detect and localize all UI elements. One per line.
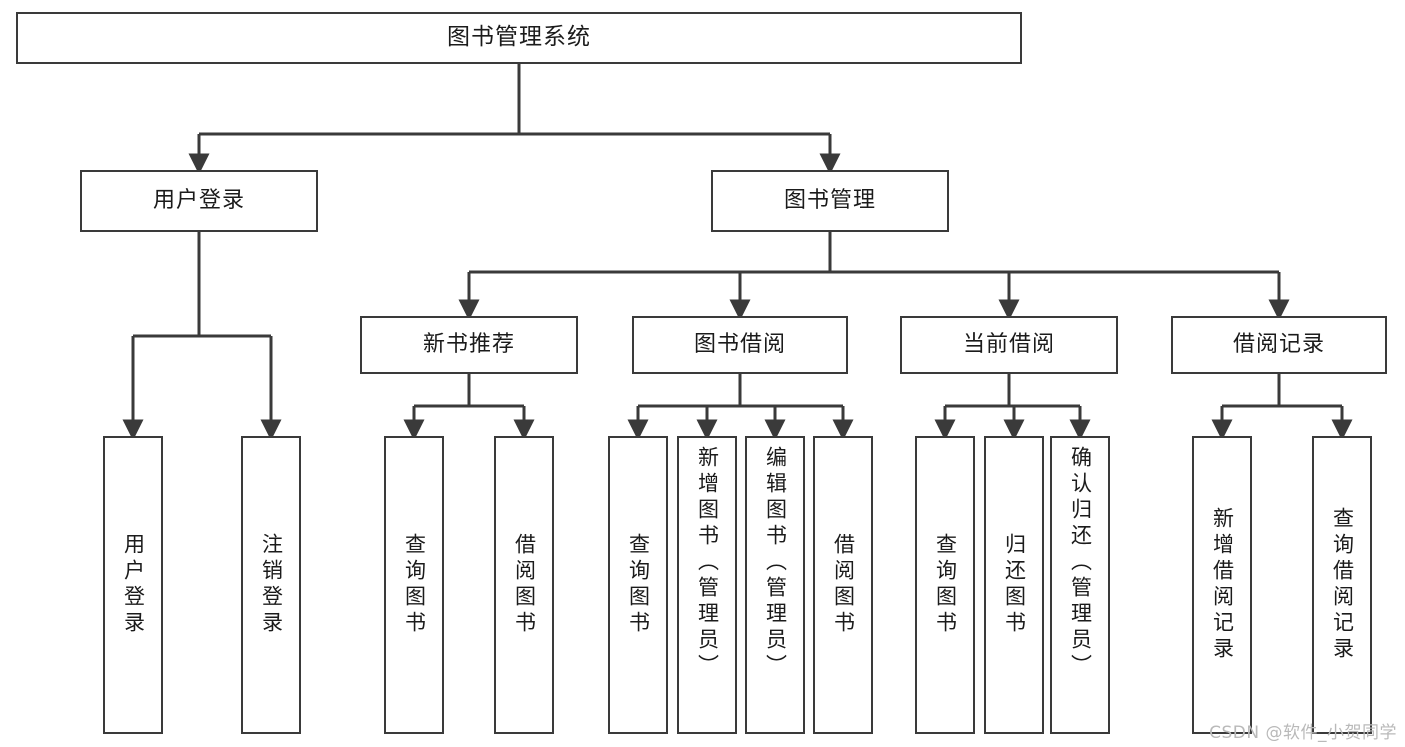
leaf-borrow-record-add-label: 新增借阅记录	[1210, 507, 1235, 663]
node-new-book-recommend[interactable]: 新书推荐	[360, 316, 578, 374]
leaf-new-book-borrow[interactable]: 借阅图书	[494, 436, 554, 734]
leaf-book-borrow-add[interactable]: 新增图书（管理员）	[677, 436, 737, 734]
node-root-system[interactable]: 图书管理系统	[16, 12, 1022, 64]
node-user-login[interactable]: 用户登录	[80, 170, 318, 232]
leaf-book-borrow-edit-label: 编辑图书（管理员）	[763, 446, 788, 680]
leaf-user-login-login-label: 用户登录	[121, 533, 146, 637]
node-current-borrow-label: 当前借阅	[962, 332, 1055, 358]
leaf-book-borrow-edit[interactable]: 编辑图书（管理员）	[745, 436, 805, 734]
leaf-user-login-logout[interactable]: 注销登录	[241, 436, 301, 734]
leaf-user-login-logout-label: 注销登录	[259, 533, 284, 637]
node-book-manage[interactable]: 图书管理	[711, 170, 949, 232]
leaf-new-book-borrow-label: 借阅图书	[512, 533, 537, 637]
node-new-book-recommend-label: 新书推荐	[422, 332, 515, 358]
leaf-book-borrow-query[interactable]: 查询图书	[608, 436, 668, 734]
leaf-current-borrow-query-label: 查询图书	[933, 533, 958, 637]
node-user-login-label: 用户登录	[152, 188, 245, 214]
node-book-borrow-label: 图书借阅	[693, 332, 786, 358]
node-borrow-record-label: 借阅记录	[1232, 332, 1325, 358]
leaf-new-book-query[interactable]: 查询图书	[384, 436, 444, 734]
node-borrow-record[interactable]: 借阅记录	[1171, 316, 1387, 374]
node-book-borrow[interactable]: 图书借阅	[632, 316, 848, 374]
leaf-current-borrow-return[interactable]: 归还图书	[984, 436, 1044, 734]
leaf-user-login-login[interactable]: 用户登录	[103, 436, 163, 734]
node-book-manage-label: 图书管理	[783, 188, 876, 214]
leaf-current-borrow-query[interactable]: 查询图书	[915, 436, 975, 734]
leaf-current-borrow-confirm-label: 确认归还（管理员）	[1068, 446, 1093, 680]
leaf-current-borrow-return-label: 归还图书	[1002, 533, 1027, 637]
leaf-new-book-query-label: 查询图书	[402, 533, 427, 637]
leaf-book-borrow-borrow[interactable]: 借阅图书	[813, 436, 873, 734]
leaf-book-borrow-add-label: 新增图书（管理员）	[695, 446, 720, 680]
node-current-borrow[interactable]: 当前借阅	[900, 316, 1118, 374]
leaf-borrow-record-query-label: 查询借阅记录	[1330, 507, 1355, 663]
leaf-current-borrow-confirm[interactable]: 确认归还（管理员）	[1050, 436, 1110, 734]
leaf-borrow-record-query[interactable]: 查询借阅记录	[1312, 436, 1372, 734]
leaf-borrow-record-add[interactable]: 新增借阅记录	[1192, 436, 1252, 734]
leaf-book-borrow-query-label: 查询图书	[626, 533, 651, 637]
node-root-system-label: 图书管理系统	[447, 24, 591, 51]
leaf-book-borrow-borrow-label: 借阅图书	[831, 533, 856, 637]
watermark-text: CSDN @软件_小贺同学	[1209, 723, 1397, 743]
